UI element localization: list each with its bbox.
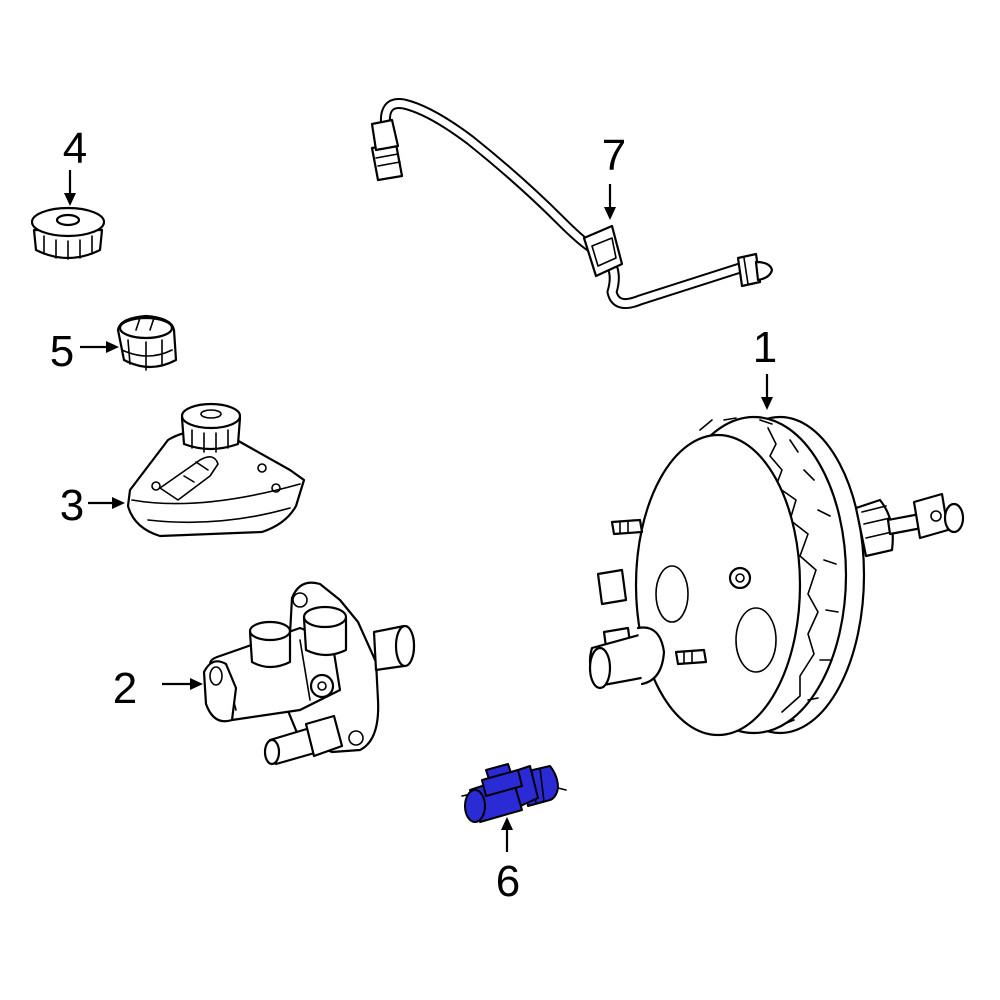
part-3-fluid-reservoir[interactable] [126, 402, 306, 538]
callout-4-arrow [64, 170, 76, 206]
callout-1-label: 1 [753, 323, 777, 372]
callout-7-label: 7 [602, 131, 626, 180]
callout-3-label: 3 [60, 481, 84, 530]
callout-7-arrow [604, 184, 616, 220]
callout-6-label: 6 [496, 857, 520, 906]
callout-5-label: 5 [50, 327, 74, 376]
part-6-sensor-highlighted[interactable] [461, 763, 567, 823]
callout-5-arrow [80, 341, 119, 353]
callout-4-label: 4 [63, 124, 87, 173]
callout-3-arrow [88, 497, 125, 509]
callout-2-label: 2 [113, 664, 137, 713]
part-7-brake-line[interactable] [370, 98, 774, 310]
part-4-reservoir-cap[interactable] [30, 206, 106, 260]
part-5-grommet[interactable] [116, 314, 178, 371]
part-1-brake-booster[interactable] [588, 415, 965, 737]
callout-2-arrow [162, 678, 203, 690]
callout-1-arrow [761, 374, 773, 410]
part-2-master-cylinder[interactable] [202, 581, 416, 766]
callout-6-arrow [501, 817, 513, 852]
